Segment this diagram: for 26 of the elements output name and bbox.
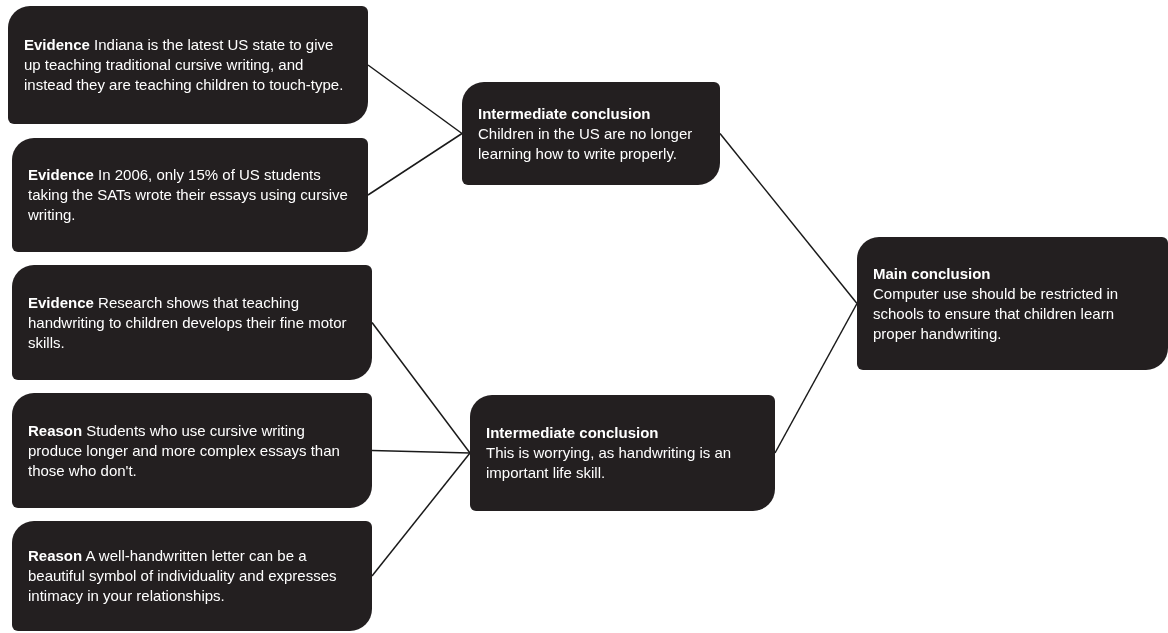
box-text: Reason A well-handwritten letter can be a beautiful symbol of individuality and expresses intimacy in your relationships. (28, 546, 338, 606)
text-box (462, 82, 720, 185)
connector-line (371, 449, 471, 454)
box-heading: Main conclusion (873, 263, 992, 284)
connector-line (371, 321, 471, 454)
connector-line (719, 132, 858, 305)
box-text: Evidence In 2006, only 15% of US students taking the SATs wrote their essays using cursive writing. (28, 165, 349, 225)
connector-line (367, 132, 463, 196)
box-text: Computer use should be restricted in schools to ensure that children learn proper handwriting. (873, 283, 1120, 344)
connector-line (367, 64, 463, 135)
box-text: Children in the US are no longer learning how to write properly. (478, 123, 694, 164)
box-text: Reason Students who use cursive writing produce longer and more complex essays than those who don't. (28, 420, 341, 481)
connector-line (774, 302, 858, 454)
text-box (12, 265, 372, 380)
box-text: This is worrying, as handwriting is an important life skill. (486, 443, 733, 483)
text-box (12, 138, 368, 252)
text-box (470, 395, 775, 511)
box-text: Evidence Research shows that teaching handwriting to children develops their fine motor skills. (28, 292, 348, 353)
connector-line (371, 452, 471, 577)
box-heading: Intermediate conclusion (478, 103, 652, 124)
box-text: Evidence Indiana is the latest US state to give up teaching traditional cursive writing, and instead they are teaching children to touch-type. (24, 35, 345, 95)
text-box (12, 393, 372, 508)
box-heading: Intermediate conclusion (486, 423, 660, 443)
text-box (857, 237, 1168, 370)
text-box (8, 6, 368, 124)
text-box (12, 521, 372, 631)
